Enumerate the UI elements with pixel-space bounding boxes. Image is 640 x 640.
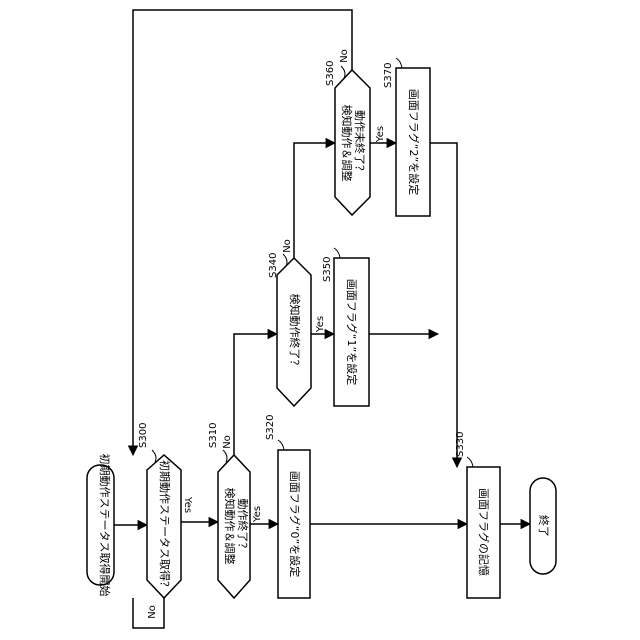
decision-s360-label-1: 検知動作＆調整: [340, 105, 354, 182]
decision-s310-label-2: 動作終了？: [236, 499, 250, 554]
decision-s360: 検知動作＆調整 動作未終了？: [335, 70, 370, 215]
step-label-s320: S320: [265, 415, 276, 440]
step-label-s330: S330: [455, 432, 466, 457]
edge-s370-to-s330: [430, 143, 457, 467]
decision-s340: 検知動作終了？: [277, 258, 311, 406]
step-label-s310: S310: [208, 423, 219, 448]
decision-s300: 初期動作ステータス取得？: [147, 455, 181, 598]
yes-label-s340: Yes: [315, 316, 326, 333]
end-terminal: 終了: [530, 478, 556, 574]
no-label-s360: No: [339, 49, 350, 63]
start-terminal-label: 初期動作ステータス取得開始: [98, 454, 112, 597]
yes-label-s300: Yes: [182, 496, 193, 513]
step-label-s370: S370: [383, 63, 394, 88]
process-s350-label: 画面フラグ“1”を設定: [345, 279, 359, 385]
end-terminal-label: 終了: [537, 515, 551, 537]
process-s320-label: 画面フラグ“0”を設定: [288, 471, 302, 577]
no-label-s300: No: [147, 605, 158, 619]
process-s330: 画面フラグの記憶: [467, 467, 500, 598]
process-s320: 画面フラグ“0”を設定: [278, 450, 310, 598]
process-s350: 画面フラグ“1”を設定: [334, 258, 369, 406]
process-s330-label: 画面フラグの記憶: [477, 488, 491, 576]
decision-s310-label-1: 検知動作＆調整: [223, 488, 237, 565]
process-s370-label: 画面フラグ“2”を設定: [407, 89, 421, 195]
no-label-s340: No: [282, 239, 293, 253]
step-label-s340: S340: [268, 253, 279, 278]
decision-s340-label: 検知動作終了？: [288, 294, 302, 371]
no-label-s310: No: [222, 435, 233, 449]
edge-s340-no-to-s360: [294, 143, 335, 258]
process-s370: 画面フラグ“2”を設定: [396, 68, 430, 216]
step-label-s350: S350: [322, 257, 333, 282]
decision-s310: 検知動作＆調整 動作終了？: [218, 455, 250, 598]
decision-s300-label: 初期動作ステータス取得？: [158, 460, 172, 592]
step-label-s360: S360: [325, 61, 336, 86]
start-terminal: 初期動作ステータス取得開始: [87, 454, 114, 597]
step-label-s300: S300: [138, 423, 149, 448]
edge-s360-no-loop: [133, 10, 352, 455]
yes-label-s360: Yes: [375, 126, 386, 143]
yes-label-s310: Yes: [252, 506, 263, 523]
decision-s360-label-2: 動作未終了？: [353, 110, 367, 176]
